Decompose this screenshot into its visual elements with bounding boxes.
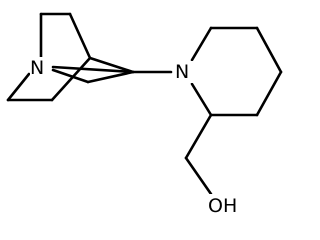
bond-piperidine-n-top bbox=[190, 26, 213, 62]
bond-piperidine-right-lower bbox=[255, 70, 283, 117]
bond-c2-to-methylene bbox=[184, 113, 213, 160]
atom-label-n-2: N bbox=[175, 61, 189, 83]
bond-quinuclidine-front-upper bbox=[51, 68, 90, 84]
atom-label-n-1: N bbox=[30, 57, 44, 79]
bonds bbox=[6, 12, 283, 196]
bond-piperidine-c2-n bbox=[190, 82, 213, 117]
label-background bbox=[206, 194, 244, 217]
atom-label-hydroxyl: OH bbox=[206, 194, 244, 217]
bond-quinuclidine-top-bridgehead bbox=[68, 12, 92, 60]
bond-methylene-to-oh bbox=[184, 156, 213, 196]
bond-quinuclidine-front-lower bbox=[86, 70, 135, 84]
atom-label-oh: OH bbox=[208, 195, 237, 217]
atom-label-piperidine-n: N bbox=[174, 61, 194, 83]
label-background bbox=[30, 57, 50, 79]
chemical-structure-diagram: N N OH bbox=[6, 12, 283, 217]
bond-quinuclidine-n-lower bbox=[6, 72, 31, 102]
bond-quinuclidine-bottom-bridgehead bbox=[50, 56, 92, 102]
bond-quinuclidine-n-back bbox=[51, 65, 135, 74]
bond-quinuclidine-bridgehead-back bbox=[88, 56, 135, 74]
bond-piperidine-right-upper bbox=[255, 26, 283, 74]
atom-label-quinuclidine-n: N bbox=[30, 57, 50, 79]
label-background bbox=[174, 61, 194, 83]
